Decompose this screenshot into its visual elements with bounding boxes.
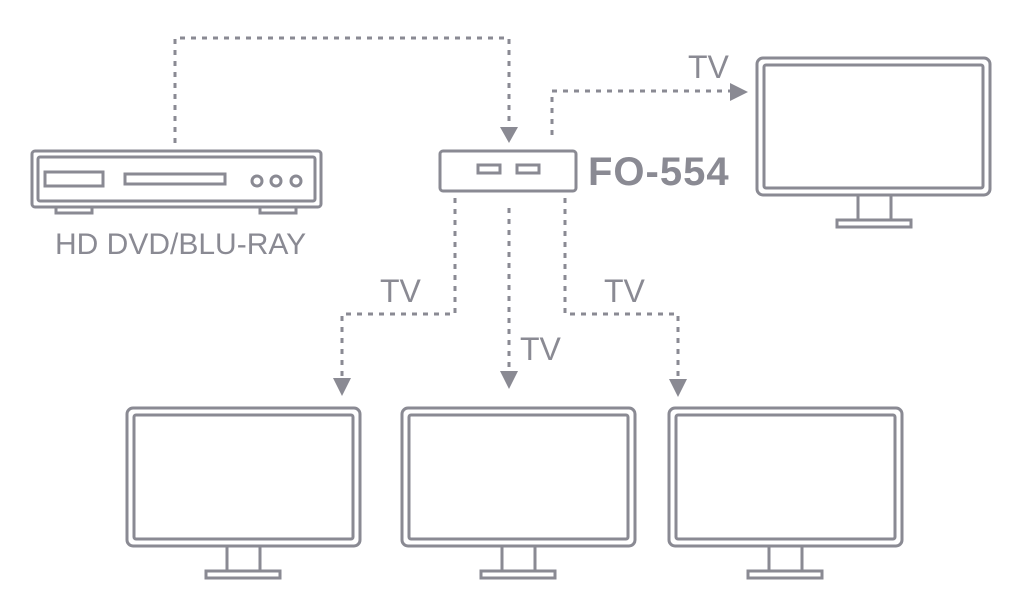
tv-stand [856, 195, 893, 222]
tv-monitor-top-right [755, 56, 992, 229]
player-disc-tray [123, 172, 227, 186]
output-arrow-3 [500, 371, 518, 389]
splitter-body [438, 149, 578, 193]
tv-base [479, 569, 557, 580]
tv-frame [667, 406, 904, 548]
player-display-slot [43, 170, 105, 188]
source-device-label: HD DVD/BLU-RAY [55, 228, 306, 261]
tv-stand [767, 546, 804, 573]
splitter-device [438, 149, 578, 193]
tv-screen [407, 413, 630, 541]
player-button-2 [269, 174, 283, 188]
tv-screen [762, 63, 985, 190]
tv-frame [125, 406, 362, 548]
tv-monitor-bottom-left [125, 406, 362, 580]
output-label-4: TV [604, 273, 646, 309]
tv-base [835, 218, 913, 229]
splitter-port-2 [515, 163, 541, 175]
output-label-1: TV [688, 49, 730, 85]
tv-frame [755, 56, 992, 197]
tv-monitor-bottom-right [667, 406, 904, 580]
player-body [30, 149, 323, 209]
tv-base [746, 569, 824, 580]
hd-dvd-player [30, 149, 323, 215]
input-arrow [500, 127, 518, 143]
player-face [36, 155, 317, 203]
output-line-4 [563, 198, 680, 380]
output-arrow-1 [730, 83, 748, 101]
tv-stand [500, 546, 537, 573]
player-foot-right [258, 205, 298, 215]
tv-base [204, 569, 282, 580]
tv-stand [225, 546, 262, 573]
splitter-model-label: FO-554 [588, 150, 730, 194]
player-button-3 [289, 174, 303, 188]
tv-screen [132, 413, 355, 541]
input-connection-line [173, 36, 511, 143]
tv-monitor-bottom-middle [400, 406, 637, 580]
player-button-1 [250, 174, 264, 188]
tv-frame [400, 406, 637, 548]
output-arrow-4 [669, 379, 687, 397]
output-arrow-2 [333, 378, 351, 396]
output-line-2 [340, 198, 457, 378]
output-label-2: TV [380, 273, 422, 309]
output-line-1 [550, 89, 732, 135]
output-label-3: TV [520, 331, 562, 367]
splitter-port-1 [476, 163, 502, 175]
tv-screen [674, 413, 897, 541]
player-foot-left [54, 205, 94, 215]
